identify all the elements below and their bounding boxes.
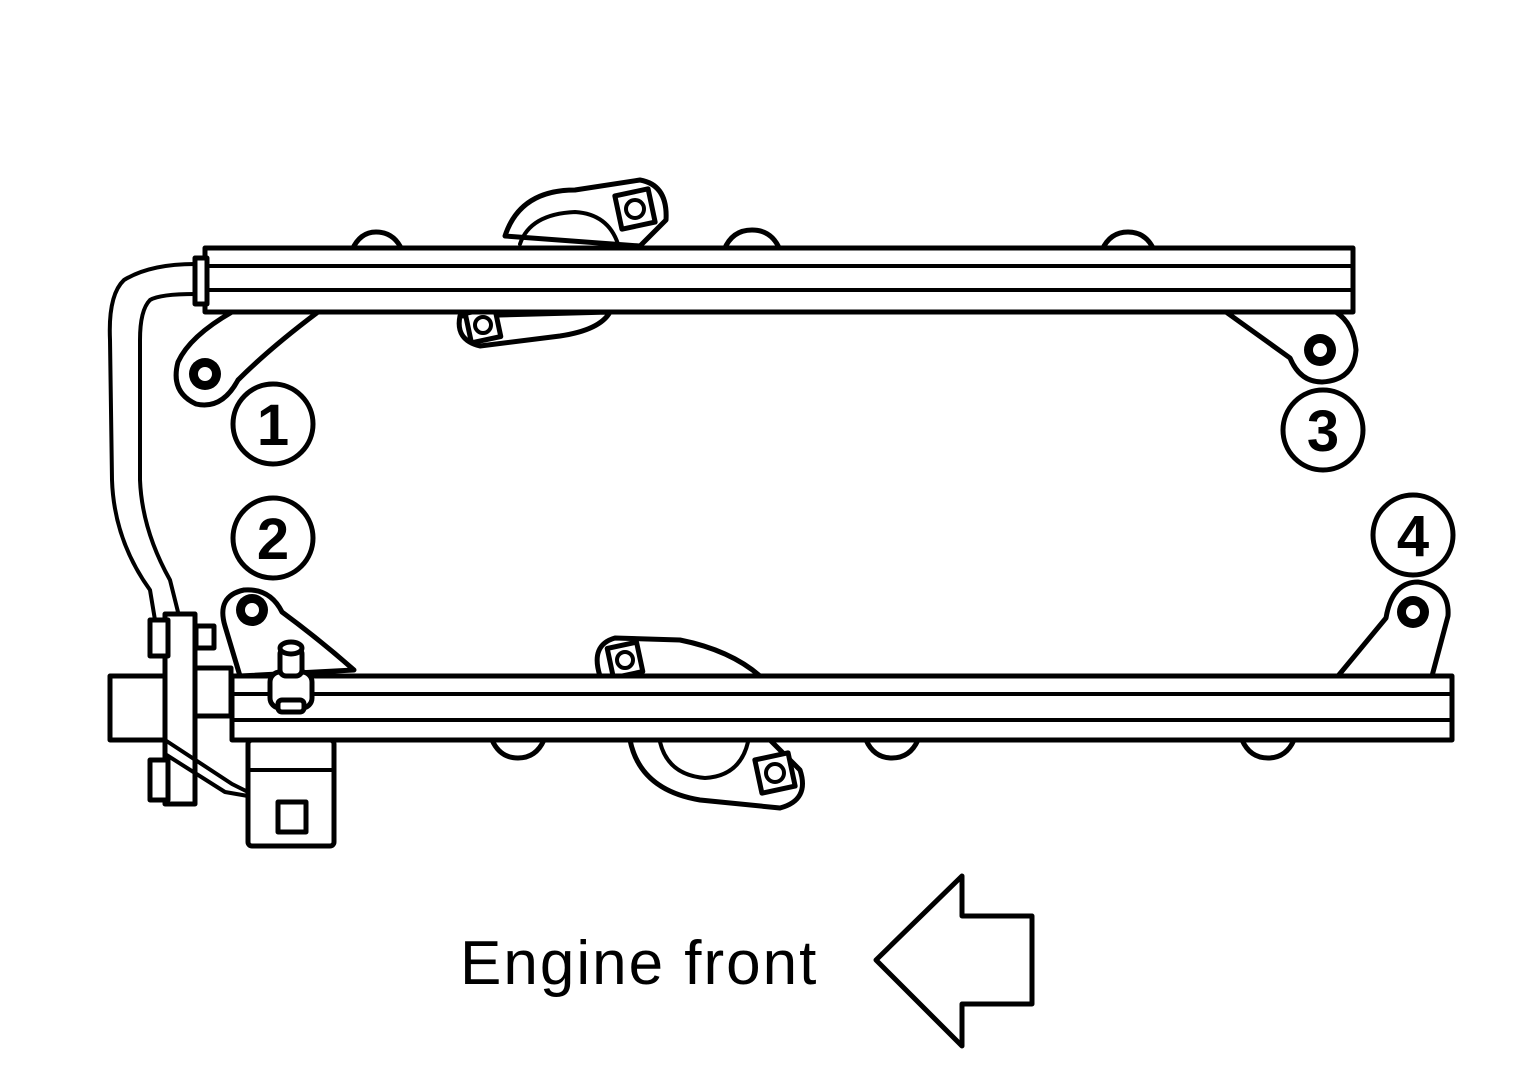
upper-pressure-damper (456, 177, 669, 349)
lower-injector-bumps (489, 737, 1297, 761)
pressure-sensor (245, 737, 337, 849)
lower-fuel-rail (229, 673, 1455, 743)
lower-damper-body (627, 737, 805, 811)
arrow-left-icon (873, 873, 1035, 1049)
engine-front-label: Engine front (460, 929, 818, 998)
lower-pressure-damper (594, 635, 763, 681)
marker-3-label: 3 (1307, 399, 1339, 464)
bracket-bolt-4 (1335, 579, 1451, 679)
upper-fuel-rail (192, 245, 1356, 315)
bracket-bolt-1 (173, 309, 321, 408)
marker-4-label: 4 (1397, 504, 1429, 569)
hose-joint (107, 611, 250, 807)
marker-1-label: 1 (257, 393, 289, 458)
marker-4: 4 (1370, 492, 1456, 578)
marker-3: 3 (1280, 387, 1366, 473)
bracket-bolt-3 (1223, 309, 1359, 385)
bracket-bolt-2 (220, 587, 357, 679)
marker-1: 1 (230, 381, 316, 467)
marker-2: 2 (230, 495, 316, 581)
fuel-hose (107, 262, 197, 622)
marker-2-label: 2 (257, 507, 289, 572)
test-port (267, 639, 315, 715)
